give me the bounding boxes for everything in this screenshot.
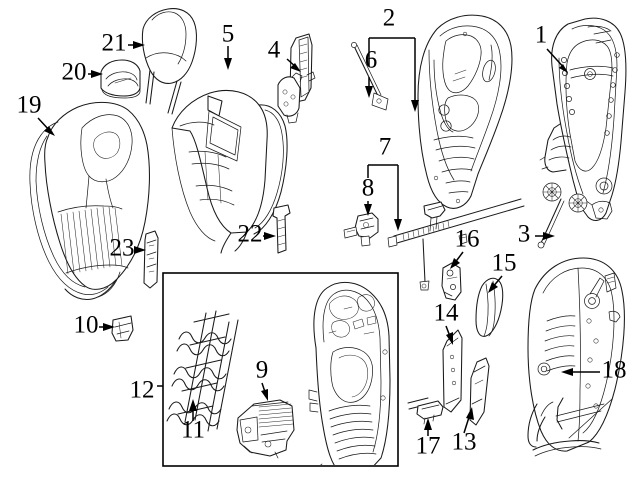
callout-7[interactable]: 7 [379,134,392,161]
callout-20[interactable]: 20 [62,59,87,86]
callout-numbers: 1 2 3 4 5 6 7 8 9 10 11 12 13 14 15 16 1… [17,5,627,460]
part-headrest-guide-trim[interactable] [100,59,141,99]
callout-19[interactable]: 19 [17,92,42,119]
cross-rod-knurl [402,220,450,241]
callout-13[interactable]: 13 [452,429,477,456]
callout-16[interactable]: 16 [455,226,480,253]
callout-17[interactable]: 17 [416,433,441,460]
callout-21[interactable]: 21 [102,30,127,57]
callout-23[interactable]: 23 [110,235,135,262]
callout-5[interactable]: 5 [222,21,235,48]
module-fins [258,403,294,428]
part-wire-clip[interactable] [407,397,444,425]
part-seat-back-trim-panel[interactable] [527,257,625,457]
callout-11[interactable]: 11 [181,417,205,444]
callout-3[interactable]: 3 [518,221,531,248]
part-side-bolster-plate[interactable] [442,329,463,413]
callout-8[interactable]: 8 [362,175,375,202]
callout-14[interactable]: 14 [434,300,460,327]
part-pivot-joint[interactable] [343,212,379,247]
part-suspension-spring-mat[interactable] [166,310,239,432]
part-side-pad-insert[interactable] [475,277,504,337]
cushion-ribs [60,206,123,275]
callout-4[interactable]: 4 [268,37,281,64]
callout-2[interactable]: 2 [383,5,396,32]
callout-22[interactable]: 22 [238,221,263,248]
callout-6[interactable]: 6 [365,47,378,74]
part-headrest-guide-sleeve[interactable] [272,204,291,254]
part-cross-rod-bracket[interactable] [387,198,525,248]
callout-12[interactable]: 12 [130,377,155,404]
part-seat-back-cushion-cover[interactable] [29,101,150,300]
inset-contents [166,281,391,472]
part-seat-back-cover[interactable] [171,89,288,254]
callout-10[interactable]: 10 [74,312,99,339]
part-headrest-guide-motor[interactable] [277,33,316,124]
leader-lines [37,37,600,436]
inset-detail-box[interactable] [162,272,399,467]
part-small-rod [419,238,430,291]
part-gas-strut[interactable] [351,42,389,111]
callout-15[interactable]: 15 [492,250,517,277]
part-clip-retainer[interactable] [111,315,134,342]
part-side-trim-strip[interactable] [469,357,490,426]
part-hinge-bracket[interactable] [441,262,462,301]
part-seat-belt-guide[interactable] [143,230,159,289]
callout-18[interactable]: 18 [602,357,627,384]
part-seat-control-module[interactable] [236,399,295,459]
callout-9[interactable]: 9 [256,357,269,384]
part-seat-back-panel-bracket[interactable] [417,14,513,209]
callout-1[interactable]: 1 [535,22,548,49]
part-seat-back-frame-detail[interactable] [308,281,391,472]
part-seat-back-frame-right[interactable] [539,17,627,222]
part-headrest-assembly[interactable] [141,8,197,115]
